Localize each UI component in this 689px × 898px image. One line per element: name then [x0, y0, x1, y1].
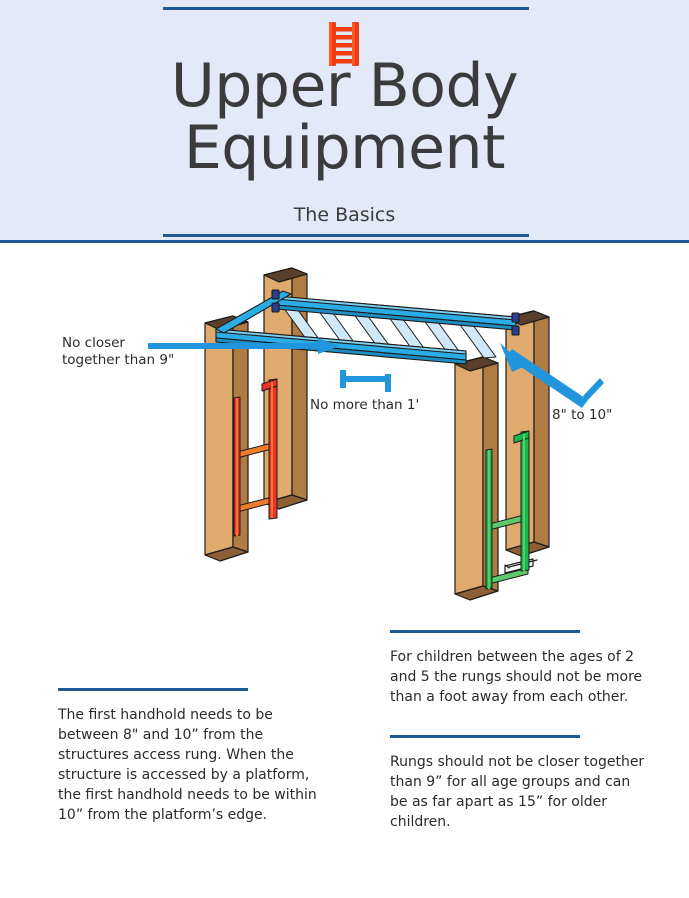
- monkey-bar-diagonal-left: [215, 290, 292, 334]
- ladder-icon: [329, 22, 359, 66]
- page-title-line-2: Equipment: [183, 113, 506, 183]
- callout-8-to-10-inches: 8" to 10": [552, 407, 613, 423]
- page-subtitle: The Basics: [293, 204, 396, 226]
- callout-no-closer-than-9: No closer together than 9": [62, 335, 175, 368]
- ladder-red: [233, 378, 278, 537]
- monkey-bar-bracket-right: [511, 312, 520, 336]
- callout-arrow-no-closer: [148, 338, 340, 354]
- ladder-green: [485, 430, 530, 590]
- monkey-bar-assembly: [215, 289, 520, 365]
- illustration-monkey-bars: No closer together than 9" No more than …: [0, 250, 689, 630]
- page-title: Upper Body Equipment: [0, 55, 689, 179]
- callout-arrow-8-to-10: [500, 343, 604, 408]
- bottom-right-column: For children between the ages of 2 and 5…: [390, 630, 648, 832]
- text-block-ages-2-to-5: For children between the ages of 2 and 5…: [390, 630, 648, 707]
- bottom-left-column: The first handhold needs to be between 8…: [58, 688, 320, 825]
- header-top-divider: [163, 7, 529, 10]
- block-body-text: For children between the ages of 2 and 5…: [390, 649, 643, 705]
- monkey-bars-svg: [148, 267, 604, 601]
- block-body-text: Rungs should not be closer together than…: [390, 754, 645, 830]
- header-band: Upper Body Equipment The Basics: [0, 0, 689, 243]
- page-title-line-1: Upper Body: [170, 51, 519, 121]
- post-back-left: [204, 315, 249, 562]
- block-divider: [390, 735, 580, 738]
- bottom-text-sections: The first handhold needs to be between 8…: [0, 630, 689, 898]
- monkey-bar-bracket-left: [271, 289, 280, 313]
- monkey-bar-rungs: [282, 305, 497, 359]
- dimension-bar-one-foot: [340, 370, 391, 392]
- callout-no-more-than-1-foot: No more than 1': [310, 397, 420, 413]
- block-divider: [390, 630, 580, 633]
- block-body-text: The first handhold needs to be between 8…: [58, 707, 317, 823]
- text-block-first-handhold: The first handhold needs to be between 8…: [58, 688, 320, 825]
- block-divider: [58, 688, 248, 691]
- header-bottom-divider: [163, 234, 529, 237]
- text-block-rung-spacing: Rungs should not be closer together than…: [390, 735, 648, 832]
